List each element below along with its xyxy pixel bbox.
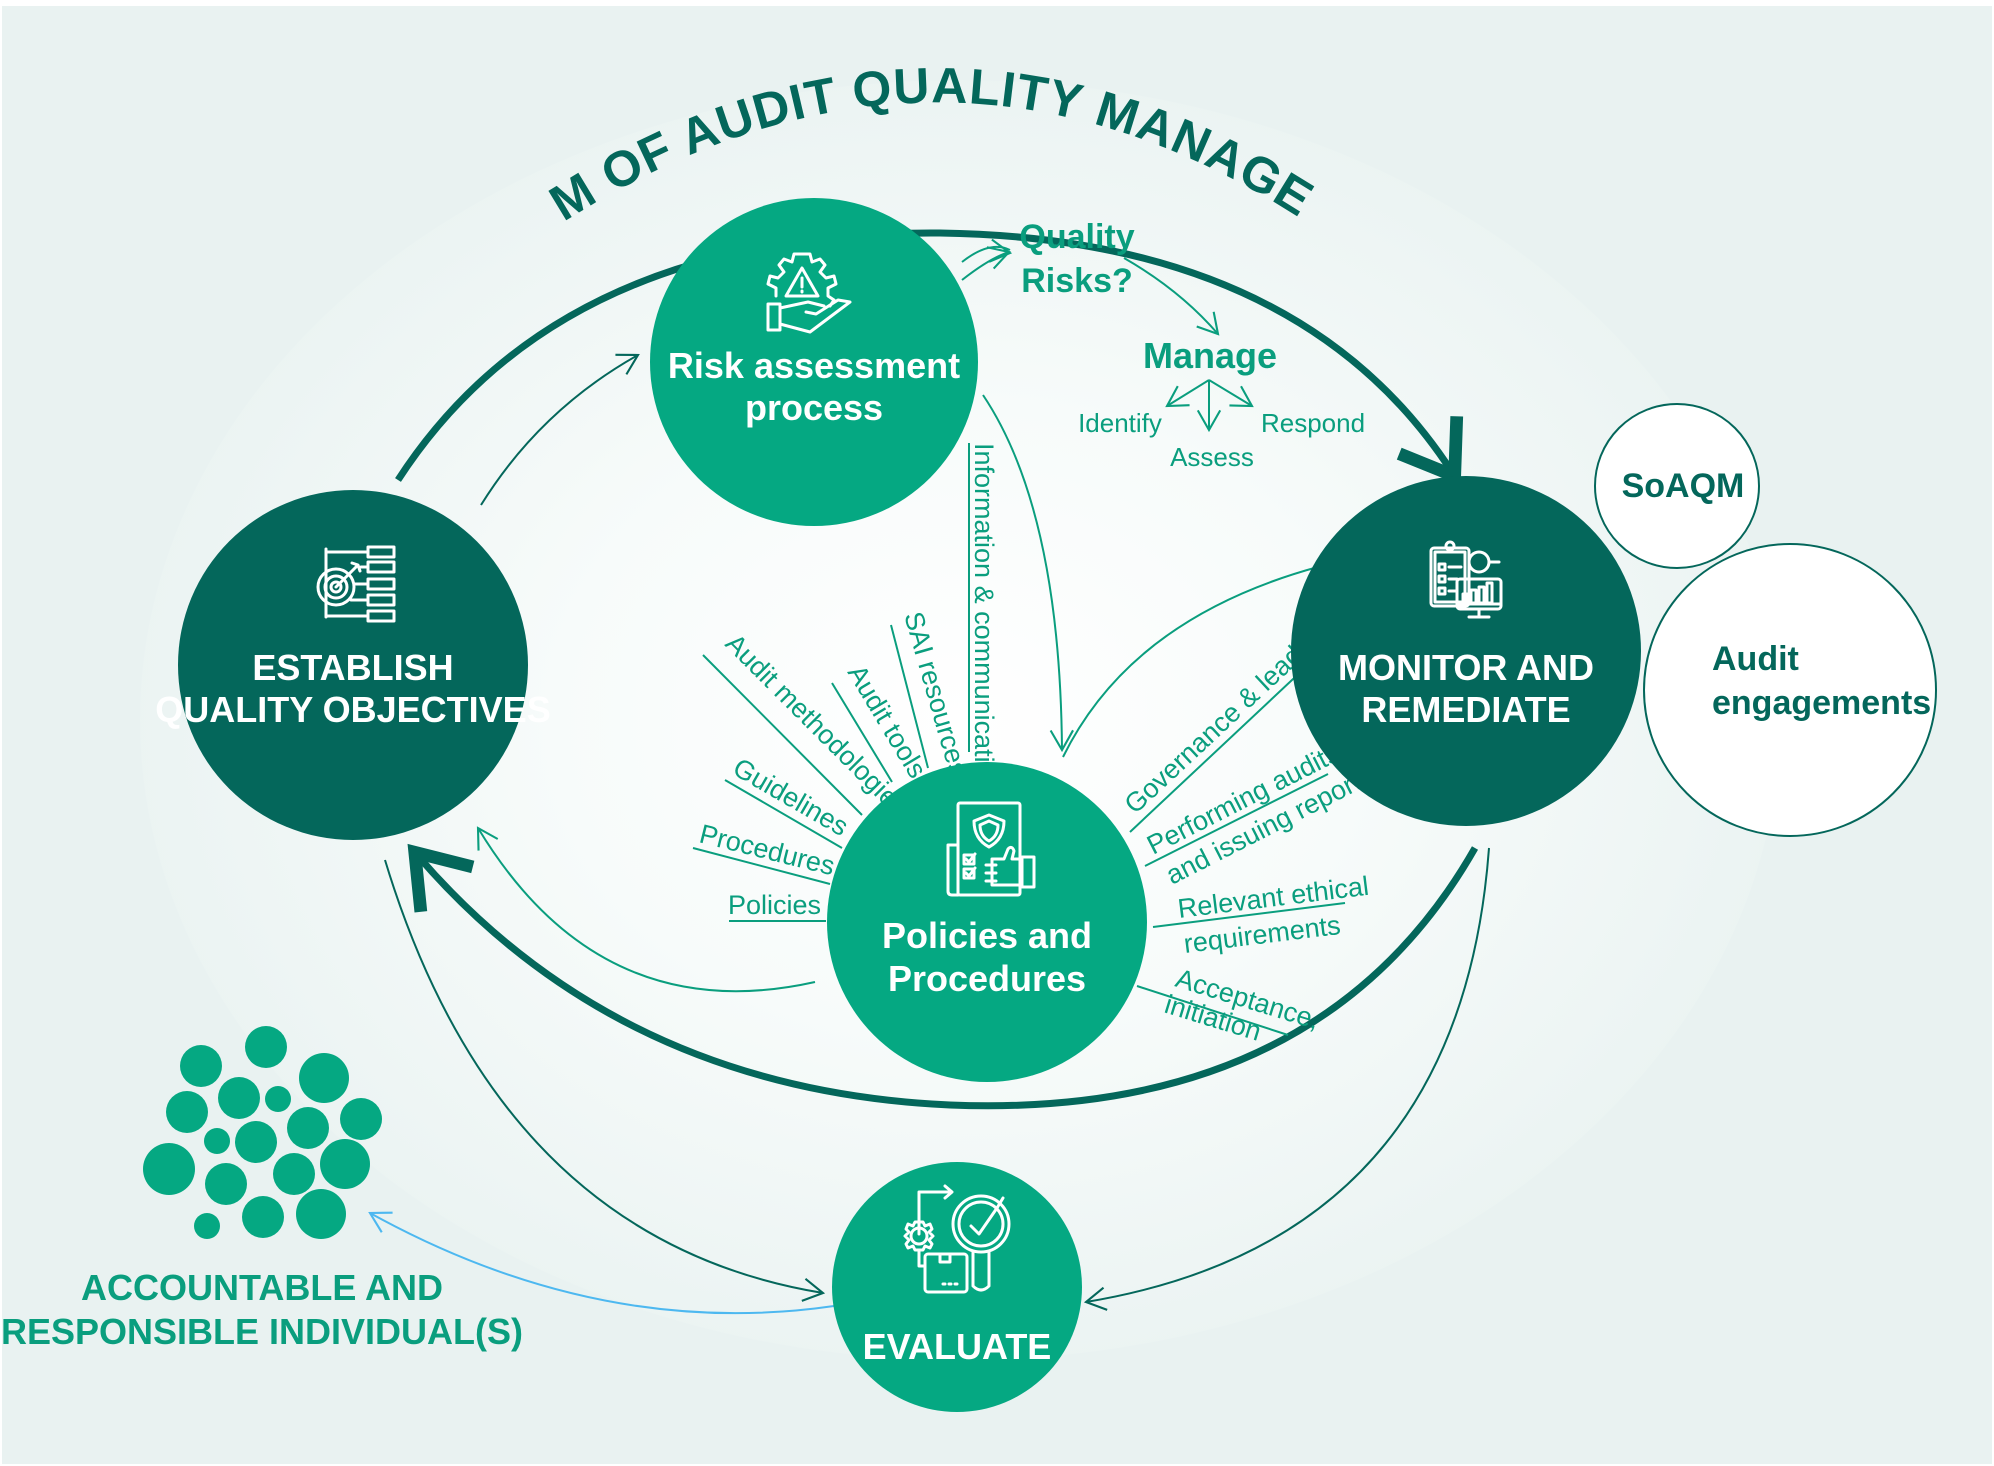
monitor-circle	[1291, 476, 1641, 826]
arrow-manage-respond	[1208, 379, 1254, 408]
audit-engagements-line2: engagements	[1712, 684, 1931, 722]
target-objectives-icon	[316, 545, 396, 623]
establish-circle	[178, 490, 528, 840]
people-dots-icon	[143, 1026, 382, 1239]
node-risk-assessment[interactable]: Risk assessment process	[650, 198, 978, 526]
acceptance-line	[1136, 985, 1289, 1036]
person-dot	[296, 1189, 346, 1239]
establish-line1: ESTABLISH	[252, 647, 453, 688]
arrow-policies-to-establish	[476, 826, 816, 993]
arrow-establish-to-evaluate	[384, 859, 826, 1302]
monitor-line2: REMEDIATE	[1361, 689, 1570, 730]
person-dot	[320, 1139, 370, 1189]
quality-risks-line1: Quality	[1019, 218, 1134, 256]
arrow-risk-to-policies	[982, 394, 1074, 753]
assess-label: Assess	[1170, 442, 1254, 472]
monitor-checklist-chart-icon	[1429, 540, 1503, 619]
audit-methodologies-line	[702, 654, 863, 816]
cycle-arrow-top	[395, 229, 1464, 486]
person-dot	[287, 1107, 329, 1149]
respond-label: Respond	[1261, 408, 1365, 438]
node-monitor[interactable]: MONITOR AND REMEDIATE	[1291, 476, 1641, 826]
policy-document-thumbs-up-icon	[946, 801, 1036, 897]
accountable-line2: RESPONSIBLE INDIVIDUAL(S)	[1, 1311, 523, 1352]
arrow-evaluate-to-accountable	[368, 1211, 835, 1315]
policies-line1: Policies and	[882, 915, 1092, 956]
arrow-quality-risks-to-manage	[1123, 257, 1220, 336]
person-dot	[205, 1163, 247, 1205]
evaluate-circle	[832, 1162, 1082, 1412]
person-dot	[245, 1026, 287, 1068]
background-glow	[140, 80, 1780, 1360]
node-evaluate[interactable]: EVALUATE	[832, 1162, 1082, 1412]
person-dot	[299, 1053, 349, 1103]
person-dot	[143, 1143, 195, 1195]
arrow-policies-to-monitor	[1062, 546, 1372, 758]
person-dot	[166, 1091, 208, 1133]
person-dot	[242, 1196, 284, 1238]
evaluate-label: EVALUATE	[863, 1326, 1052, 1367]
audit-engagements-circle	[1643, 543, 1937, 837]
person-dot	[340, 1098, 382, 1140]
risk-gear-hand-icon	[766, 252, 852, 334]
evaluate-gear-magnifier-icon	[903, 1184, 1011, 1294]
risk-line2: process	[745, 387, 883, 428]
person-dot	[265, 1086, 291, 1112]
arrow-manage-identify	[1165, 379, 1210, 408]
info-comm-label: Information & communication	[969, 443, 999, 793]
quality-risks-line2: Risks?	[1021, 262, 1133, 300]
arrow-risk-to-quality-risks	[961, 246, 1012, 281]
accountable-line1: ACCOUNTABLE AND	[81, 1267, 443, 1308]
governance-line	[1129, 649, 1325, 833]
soaqm-circle	[1594, 403, 1760, 569]
person-dot	[218, 1077, 260, 1119]
arrow-monitor-to-evaluate	[1083, 847, 1490, 1311]
person-dot	[273, 1153, 315, 1195]
procedures-line	[692, 847, 831, 885]
guidelines-line	[724, 779, 843, 849]
person-dot	[235, 1121, 277, 1163]
manage-arrows	[1165, 379, 1254, 433]
risk-line1: Risk assessment	[668, 345, 960, 386]
risk-circle	[650, 198, 978, 526]
performing-line	[1144, 773, 1329, 867]
manage-label: Manage	[1143, 335, 1277, 376]
cycle-arrow-bottom	[407, 843, 1479, 1110]
policies-line2: Procedures	[888, 958, 1086, 999]
establish-line2: QUALITY OBJECTIVES	[155, 689, 550, 730]
sai-resources-line	[890, 624, 929, 769]
arrow-establish-to-risk	[480, 353, 640, 506]
person-dot	[204, 1128, 230, 1154]
audit-tools-line	[831, 682, 893, 783]
identify-label: Identify	[1078, 408, 1162, 438]
component-policies: Policies	[728, 890, 821, 920]
node-policies[interactable]: Policies and Procedures	[827, 762, 1147, 1082]
person-dot	[180, 1045, 222, 1087]
audit-engagements-line1: Audit	[1712, 640, 1799, 678]
person-dot	[194, 1213, 220, 1239]
soaqm-label: SoAQM	[1622, 467, 1745, 505]
policies-circle	[827, 762, 1147, 1082]
monitor-line1: MONITOR AND	[1338, 647, 1594, 688]
ethical-line	[1152, 902, 1346, 928]
node-establish[interactable]: ESTABLISH QUALITY OBJECTIVES	[155, 490, 551, 840]
